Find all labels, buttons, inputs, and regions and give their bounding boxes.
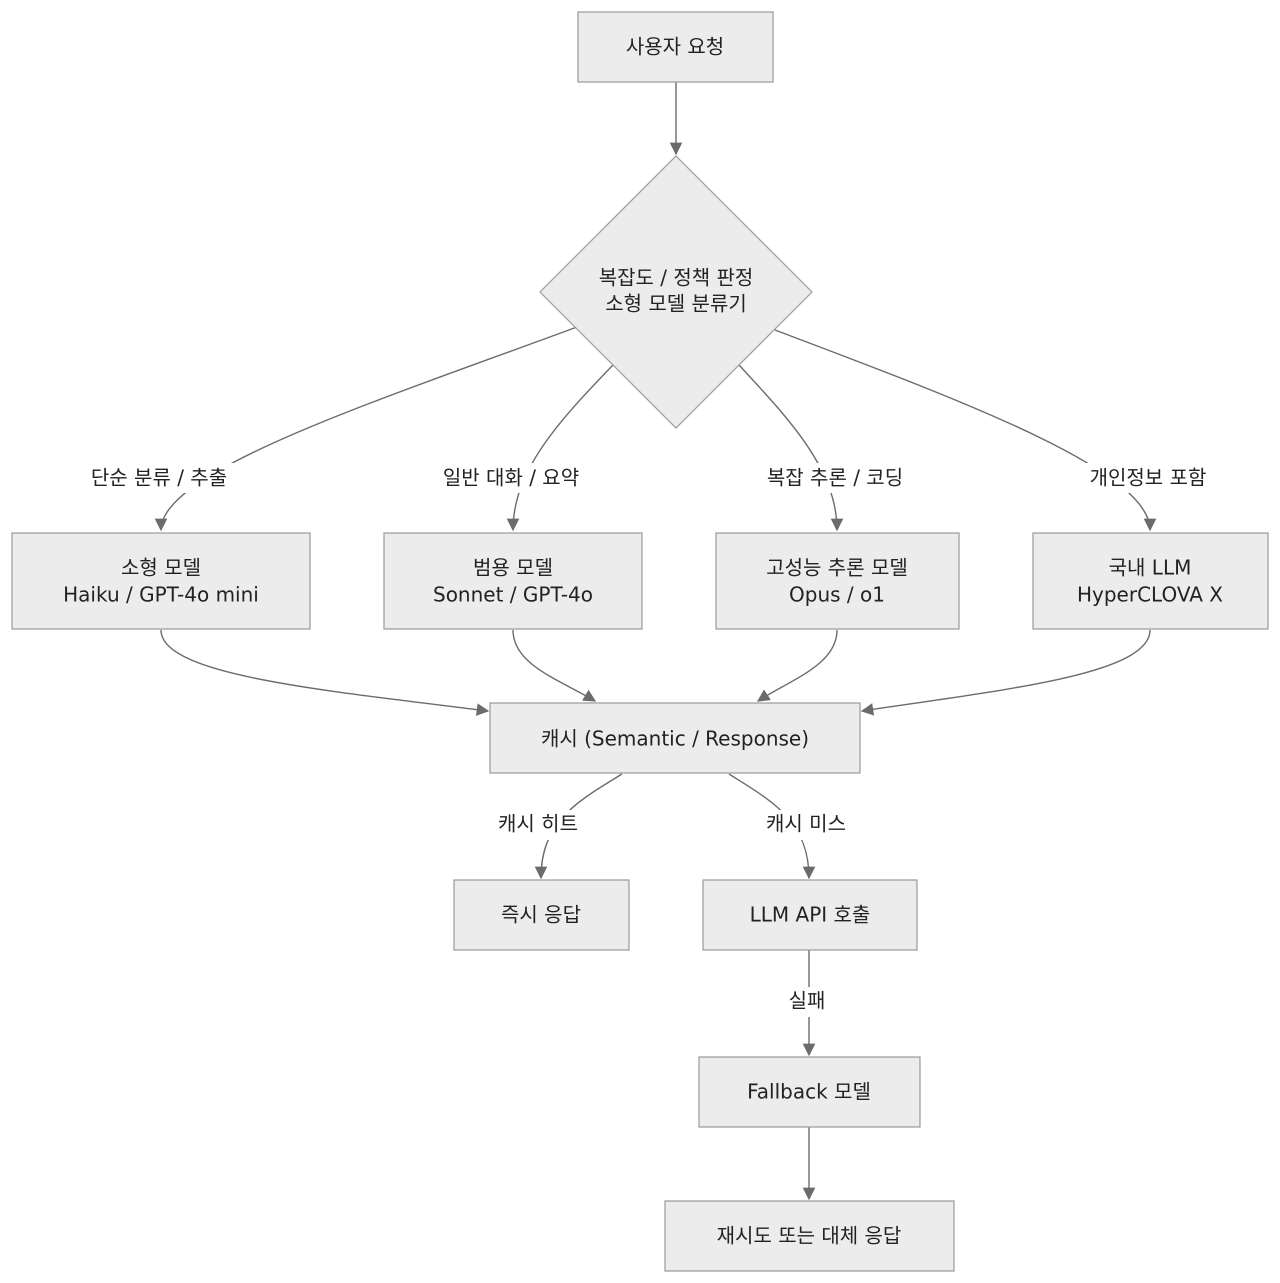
node-fallback-model-label: Fallback 모델 bbox=[747, 1080, 871, 1104]
edge-classifier-to-reasoning bbox=[738, 364, 844, 532]
node-domestic-llm: 국내 LLM HyperCLOVA X bbox=[1032, 532, 1269, 630]
node-fallback-model: Fallback 모델 bbox=[698, 1056, 921, 1128]
node-cache: 캐시 (Semantic / Response) bbox=[489, 702, 861, 774]
edge-reasoning-to-cache bbox=[756, 629, 838, 702]
edge-label-cache-miss: 캐시 미스 bbox=[766, 812, 846, 836]
node-classifier-label-2: 소형 모델 분류기 bbox=[605, 292, 747, 316]
node-classifier-decision: 복잡도 / 정책 판정 소형 모델 분류기 bbox=[539, 155, 813, 429]
edge-label-failure: 실패 bbox=[789, 989, 826, 1013]
edge-labels: 단순 분류 / 추출 일반 대화 / 요약 복잡 추론 / 코딩 개인정보 포함… bbox=[76, 463, 1218, 1017]
edge-label-simple: 단순 분류 / 추출 bbox=[91, 466, 227, 490]
node-small-model: 소형 모델 Haiku / GPT-4o mini bbox=[11, 532, 311, 630]
node-cache-label: 캐시 (Semantic / Response) bbox=[541, 727, 809, 751]
edge-classifier-to-domestic bbox=[774, 329, 1157, 532]
node-user-request-label: 사용자 요청 bbox=[626, 35, 724, 59]
node-llm-api-call-label: LLM API 호출 bbox=[750, 903, 871, 927]
node-user-request: 사용자 요청 bbox=[577, 11, 774, 83]
node-small-model-label-2: Haiku / GPT-4o mini bbox=[63, 583, 259, 607]
node-general-model-label-2: Sonnet / GPT-4o bbox=[433, 583, 593, 607]
node-llm-api-call: LLM API 호출 bbox=[702, 879, 918, 951]
node-reasoning-model-label-1: 고성능 추론 모델 bbox=[766, 556, 908, 580]
node-general-model: 범용 모델 Sonnet / GPT-4o bbox=[383, 532, 643, 630]
edge-label-complex: 복잡 추론 / 코딩 bbox=[767, 466, 903, 490]
edge-small-to-cache bbox=[160, 629, 490, 716]
node-domestic-llm-label-1: 국내 LLM bbox=[1109, 556, 1192, 580]
node-instant-response-label: 즉시 응답 bbox=[501, 903, 581, 927]
node-retry-or-alternate-label: 재시도 또는 대체 응답 bbox=[717, 1224, 902, 1248]
edge-label-general: 일반 대화 / 요약 bbox=[443, 466, 579, 490]
node-retry-or-alternate: 재시도 또는 대체 응답 bbox=[664, 1200, 955, 1272]
edge-classifier-to-small bbox=[154, 326, 578, 532]
edge-label-pii: 개인정보 포함 bbox=[1090, 466, 1207, 490]
edge-domestic-to-cache bbox=[860, 629, 1151, 716]
node-small-model-label-1: 소형 모델 bbox=[121, 556, 201, 580]
node-classifier-label-1: 복잡도 / 정책 판정 bbox=[599, 266, 754, 290]
edges bbox=[154, 82, 1157, 1201]
edge-general-to-cache bbox=[512, 629, 597, 702]
edge-classifier-to-general bbox=[506, 364, 614, 532]
node-general-model-label-1: 범용 모델 bbox=[473, 556, 553, 580]
node-domestic-llm-label-2: HyperCLOVA X bbox=[1077, 583, 1223, 607]
node-instant-response: 즉시 응답 bbox=[453, 879, 630, 951]
node-reasoning-model-label-2: Opus / o1 bbox=[789, 583, 885, 607]
edge-label-cache-hit: 캐시 히트 bbox=[498, 812, 578, 836]
node-reasoning-model: 고성능 추론 모델 Opus / o1 bbox=[715, 532, 960, 630]
